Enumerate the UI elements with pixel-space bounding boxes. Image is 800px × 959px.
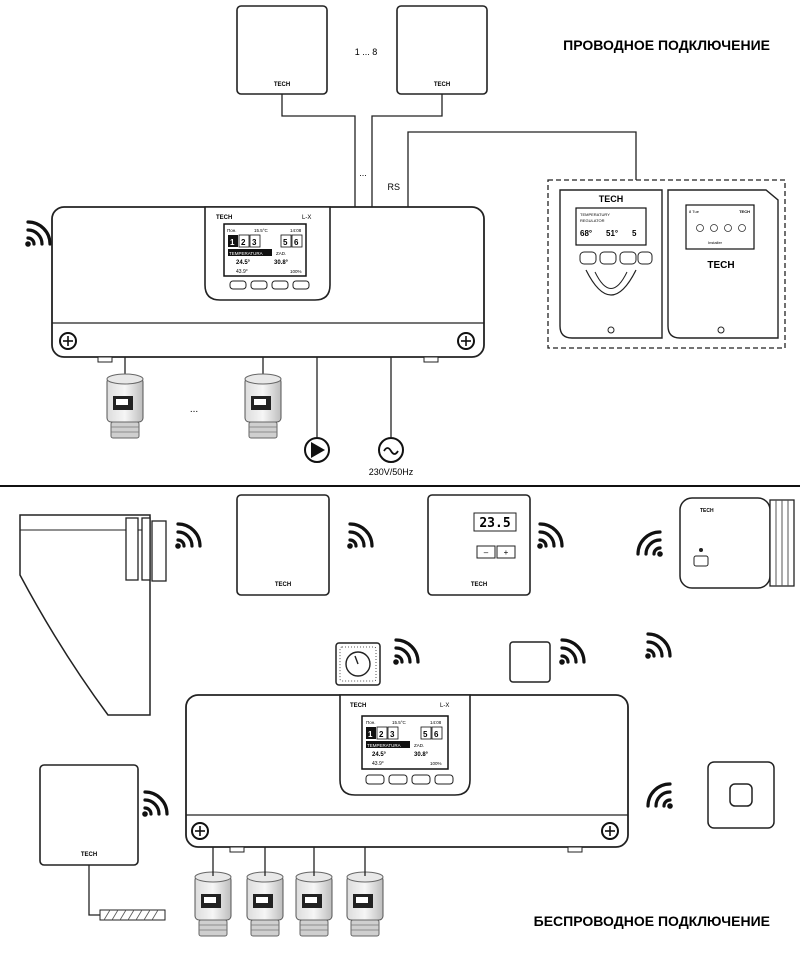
svg-text:TECH: TECH: [350, 703, 366, 709]
svg-text:30.8°: 30.8°: [274, 260, 289, 266]
wifi-icon: [643, 632, 672, 661]
heading-wired: ПРОВОДНОЕ ПОДКЛЮЧЕНИЕ: [563, 37, 770, 53]
svg-text:TECH: TECH: [599, 194, 624, 204]
svg-text:TEMPERATURA: TEMPERATURA: [229, 251, 263, 256]
wifi-icon: [636, 530, 665, 559]
svg-text:TECH: TECH: [274, 82, 290, 88]
actuator-dots: ...: [190, 404, 198, 415]
heading-wireless: БЕСПРОВОДНОЕ ПОДКЛЮЧЕНИЕ: [534, 913, 770, 929]
svg-text:ZAD.: ZAD.: [414, 743, 424, 748]
svg-text:15.5°C: 15.5°C: [392, 720, 407, 725]
controller-wireless: TECH L-X Пон. 15.5°C 14:08 1 2 3 5 6 TEM…: [185, 694, 629, 853]
svg-text:TECH: TECH: [739, 209, 750, 214]
thermoelectric-actuator: [106, 373, 144, 439]
room-panel: 8 Tue TECH Installer TECH: [667, 189, 779, 339]
external-controllers-box: [547, 179, 786, 349]
room-sensor-1: TECH: [236, 5, 328, 95]
svg-text:ZAD.: ZAD.: [276, 251, 286, 256]
svg-text:TEMPERATURA: TEMPERATURA: [367, 743, 401, 748]
wireless-room-sensor: TECH: [236, 494, 330, 596]
svg-text:23.5: 23.5: [479, 516, 510, 531]
svg-text:14:08: 14:08: [430, 720, 442, 725]
sensor-wires: [281, 94, 637, 210]
svg-text:TECH: TECH: [434, 82, 450, 88]
svg-text:3: 3: [390, 730, 395, 739]
svg-text:Пон.: Пон.: [227, 228, 236, 233]
svg-text:8 Tue: 8 Tue: [689, 209, 700, 214]
svg-text:6: 6: [434, 730, 439, 739]
svg-text:TECH: TECH: [471, 582, 487, 588]
room-sensor-8: TECH: [396, 5, 488, 95]
power-label: 230V/50Hz: [369, 467, 414, 477]
wireless-switch-sensor: [707, 761, 775, 829]
wifi-icon: [391, 638, 420, 667]
wifi-icon: [345, 522, 374, 551]
svg-text:–: –: [484, 548, 489, 557]
svg-text:5: 5: [632, 229, 637, 238]
svg-text:24.5°: 24.5°: [372, 752, 387, 758]
svg-text:43.9°: 43.9°: [372, 761, 384, 767]
wifi-icon: [557, 638, 586, 667]
pump-icon: [304, 437, 330, 463]
radiator-thermostatic-head: TECH: [679, 497, 795, 589]
svg-text:1: 1: [230, 238, 235, 247]
thermoelectric-actuator: [246, 871, 284, 937]
svg-text:+: +: [504, 548, 509, 557]
wireless-thermostat: 23.5 – + TECH: [427, 494, 531, 596]
wifi-icon: [23, 220, 52, 249]
svg-text:2: 2: [241, 238, 246, 247]
svg-text:24.5°: 24.5°: [236, 260, 251, 266]
svg-text:TECH: TECH: [707, 260, 734, 271]
svg-text:43.9°: 43.9°: [236, 269, 248, 275]
svg-text:30.8°: 30.8°: [414, 752, 429, 758]
screw-icon: [457, 332, 475, 350]
wifi-icon: [140, 790, 169, 819]
svg-text:TEMPERATURY: TEMPERATURY: [580, 212, 610, 217]
window-with-sensor: [19, 514, 167, 716]
svg-text:68°: 68°: [580, 229, 592, 238]
screw-icon: [59, 332, 77, 350]
screw-icon: [601, 822, 619, 840]
floor-temperature-sensor: [335, 642, 381, 686]
wire-dots-label: ...: [359, 168, 367, 178]
wifi-icon: [646, 782, 675, 811]
thermoelectric-actuator: [244, 373, 282, 439]
controller-wired: TECH L-X Пон. 15.5°C 14:08 1 2 3 5 6 TEM…: [51, 206, 485, 363]
svg-text:15.5°C: 15.5°C: [254, 228, 269, 233]
power-supply-icon: [378, 437, 404, 463]
svg-text:5: 5: [423, 730, 428, 739]
thermoelectric-actuator: [346, 871, 384, 937]
svg-text:TECH: TECH: [216, 215, 232, 221]
svg-text:100%: 100%: [290, 269, 302, 274]
svg-text:14:08: 14:08: [290, 228, 302, 233]
svg-text:1: 1: [368, 730, 373, 739]
svg-text:L-X: L-X: [302, 215, 311, 221]
wifi-icon: [535, 522, 564, 551]
svg-text:TECH: TECH: [275, 582, 291, 588]
svg-text:3: 3: [252, 238, 257, 247]
svg-text:TECH: TECH: [700, 508, 714, 514]
thermoelectric-actuator: [194, 871, 232, 937]
svg-text:Пон.: Пон.: [366, 720, 375, 725]
valve-regulator: TECH TEMPERATURY REGULATOR 68° 51° 5: [559, 189, 663, 339]
svg-text:L-X: L-X: [440, 703, 449, 709]
svg-text:2: 2: [379, 730, 384, 739]
svg-text:REGULATOR: REGULATOR: [580, 218, 605, 223]
svg-text:Installer: Installer: [708, 240, 723, 245]
svg-text:100%: 100%: [430, 761, 442, 766]
thermoelectric-actuator: [295, 871, 333, 937]
wireless-mini-sensor: [509, 641, 551, 683]
svg-text:5: 5: [283, 238, 288, 247]
sensor-range-label: 1 ... 8: [355, 47, 378, 57]
screw-icon: [191, 822, 209, 840]
svg-text:6: 6: [294, 238, 299, 247]
svg-text:TECH: TECH: [81, 852, 97, 858]
svg-text:51°: 51°: [606, 229, 618, 238]
rs-label: RS: [387, 182, 400, 192]
wall-sensor-with-probe: TECH: [39, 764, 166, 921]
wifi-icon: [173, 522, 202, 551]
